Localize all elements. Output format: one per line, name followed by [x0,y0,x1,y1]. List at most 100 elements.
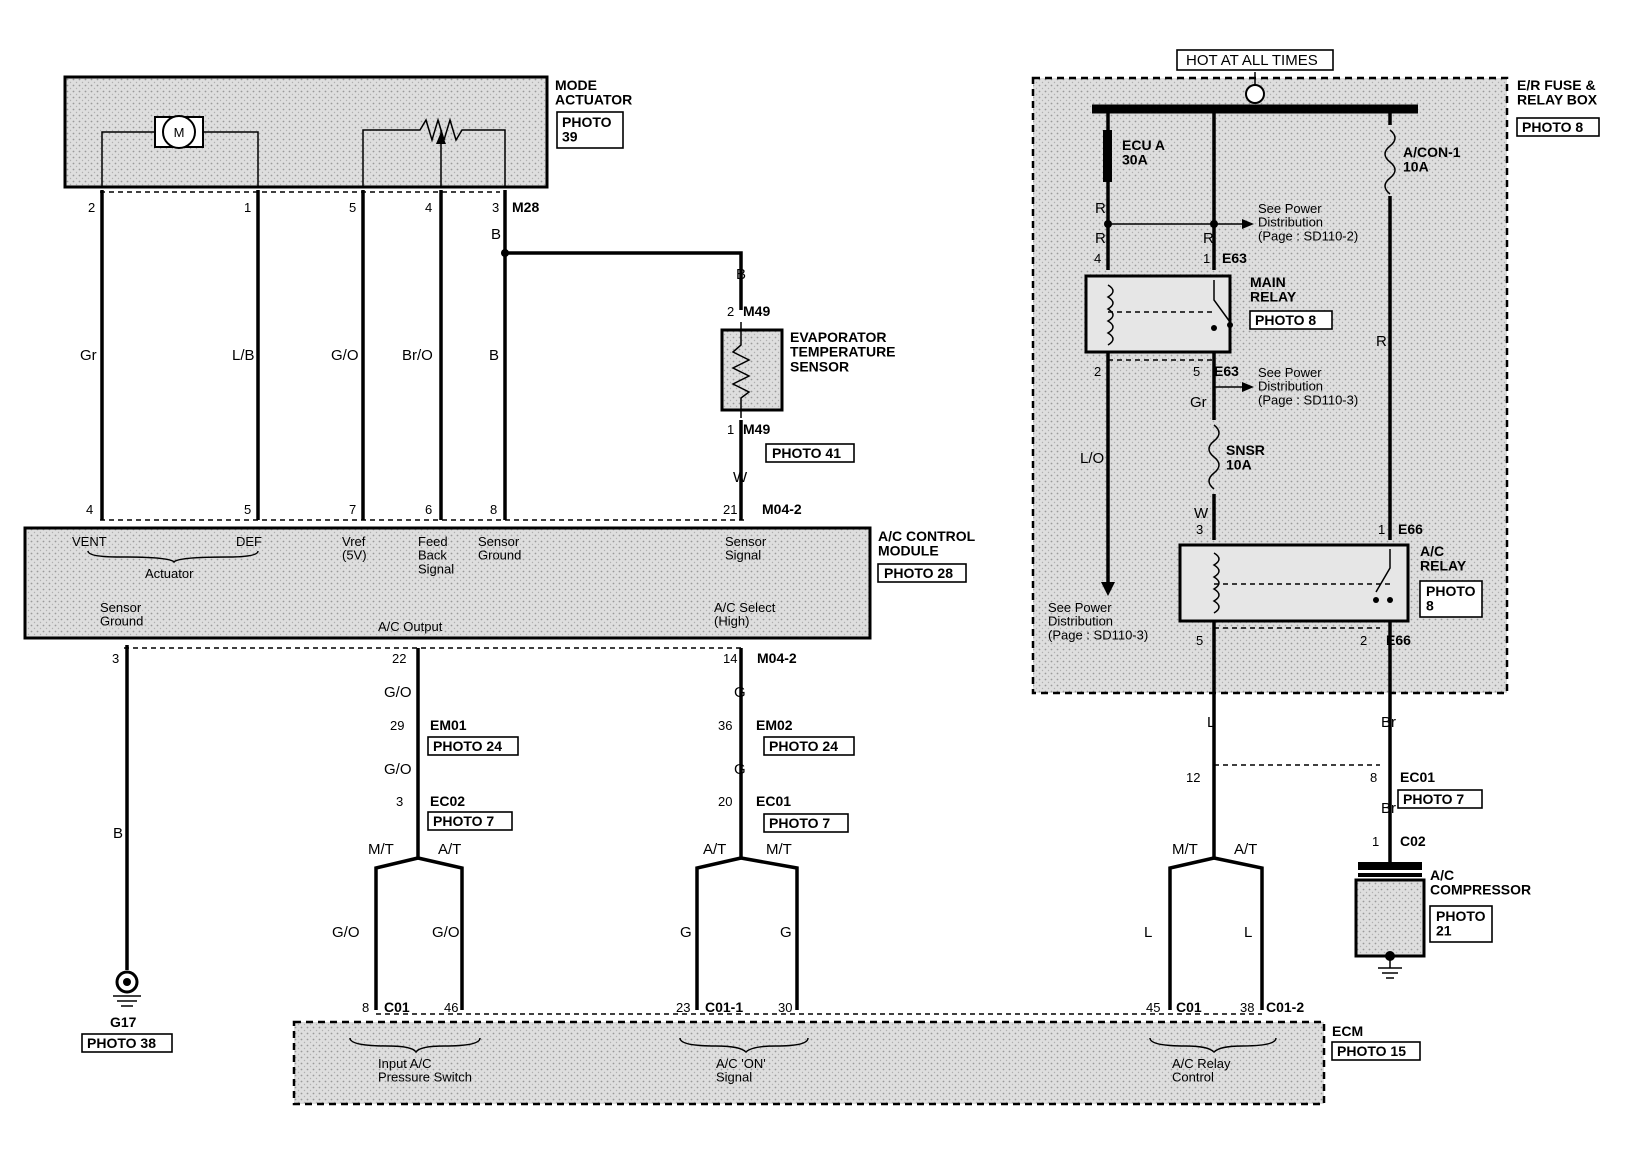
wire-color-vref: G/O [331,347,359,364]
ecm-signal-ac-on: A/C 'ON'Signal [716,1056,766,1085]
wire-color-main-relay-in: R [1203,230,1214,247]
evap-pin: 1 [727,422,734,437]
wire-color-def: L/B [232,347,255,364]
actuator-pin: 4 [425,200,432,215]
relay-pin: 1 [1203,251,1210,266]
ecm-pin: 45 [1146,1000,1160,1015]
relay-pin: 5 [1196,633,1203,648]
mode-actuator-photo-box [556,111,624,149]
wire-color-main-relay-out: Gr [1190,394,1207,411]
wire-color-ac-select: G [780,924,792,941]
module-pin: 14 [723,651,737,666]
ground-icon [1378,967,1402,979]
main-relay-connector: E63 [1214,363,1239,379]
hot-at-all-times: HOT AT ALL TIMES [1186,52,1318,69]
mt-label: M/T [1172,841,1198,858]
main-relay-connector: E63 [1222,250,1247,266]
connector-pin: 36 [718,718,732,733]
connector-id: EC01 [1400,769,1435,785]
wire-color-sensor-ground: B [489,347,499,364]
wire-color-ac-output: G/O [332,924,360,941]
relay-pin: 2 [1360,633,1367,648]
wire-color-ac-output: G/O [384,684,412,701]
actuator-label: Actuator [145,566,194,581]
connector-pin: 20 [718,794,732,809]
connector-pin: 3 [396,794,403,809]
wire-color-compressor: Br [1381,714,1396,731]
fuse-icon [1208,424,1220,490]
compressor-connector: C02 [1400,833,1426,849]
wire-color-feedback: Br/O [402,347,433,364]
connector-pin: 12 [1186,770,1200,785]
wire-color-ac-output: G/O [432,924,460,941]
ac-output-path: G/O 29 EM01 PHOTO 24 G/O 3 EC02 PHOTO 7 … [332,648,519,1010]
ecm-connector: C01 [1176,999,1202,1015]
wire-color-ac-relay-out: L [1207,714,1215,731]
module-pin: 21 [723,502,737,517]
er-fuse-relay-box: HOT AT ALL TIMES E/R FUSE &RELAY BOX PHO… [1031,49,1600,695]
connector-photo: PHOTO 7 [769,815,830,831]
wire-color-evap-bottom: W [733,469,748,486]
connector-photo: PHOTO 7 [1403,791,1464,807]
connector-pin: 8 [1370,770,1377,785]
wire-color-evap-top: B [736,266,746,283]
compressor-clutch-icon [1358,862,1422,877]
module-pin: 8 [490,502,497,517]
evap-pin: 2 [727,304,734,319]
module-pin: 6 [425,502,432,517]
ecm-pin: 30 [778,1000,792,1015]
wire-color-ac-select: G [680,924,692,941]
wire-color-ac-select: G [734,761,746,778]
ac-control-module: 4 5 7 6 8 21 M04-2 VENT DEF Vref(5V) Fee… [23,501,976,666]
connector-photo: PHOTO 24 [769,738,838,754]
wire-color-ac-output: G/O [384,761,412,778]
ground-path: B G17 PHOTO 38 [81,645,173,1053]
pin-label-ac-select: A/C Select(High) [714,600,776,629]
ac-relay-connector: E66 [1386,632,1411,648]
pin-label-vref: Vref(5V) [342,534,367,563]
wire-color-ac-select: G [734,684,746,701]
ecm-connector: C01 [384,999,410,1015]
connector-id: EM02 [756,717,793,733]
wire-color-compressor: Br [1381,800,1396,817]
ecm-pin: 46 [444,1000,458,1015]
mt-label: M/T [368,841,394,858]
pin-label-ac-output: A/C Output [378,619,443,634]
module-pin: 4 [86,502,93,517]
ground-name: G17 [110,1014,137,1030]
module-connector-top: M04-2 [762,501,802,517]
module-connector-bottom: M04-2 [757,650,797,666]
wire-color-sensor-ground: B [491,226,501,243]
module-photo: PHOTO 28 [884,565,953,581]
ecm-pin: 8 [362,1000,369,1015]
relay-pin: 2 [1094,364,1101,379]
wire-color-module-ground: B [113,825,123,842]
wire-color-ecu-fuse-out: R [1095,200,1106,217]
wire-color-vent: Gr [80,347,97,364]
pin-label-def: DEF [236,534,262,549]
wire-color-snsr-out: W [1194,505,1209,522]
relay-pin: 5 [1193,364,1200,379]
svg-text:M: M [174,125,185,140]
connector-photo: PHOTO 24 [433,738,502,754]
ecm-photo: PHOTO 15 [1337,1043,1406,1059]
